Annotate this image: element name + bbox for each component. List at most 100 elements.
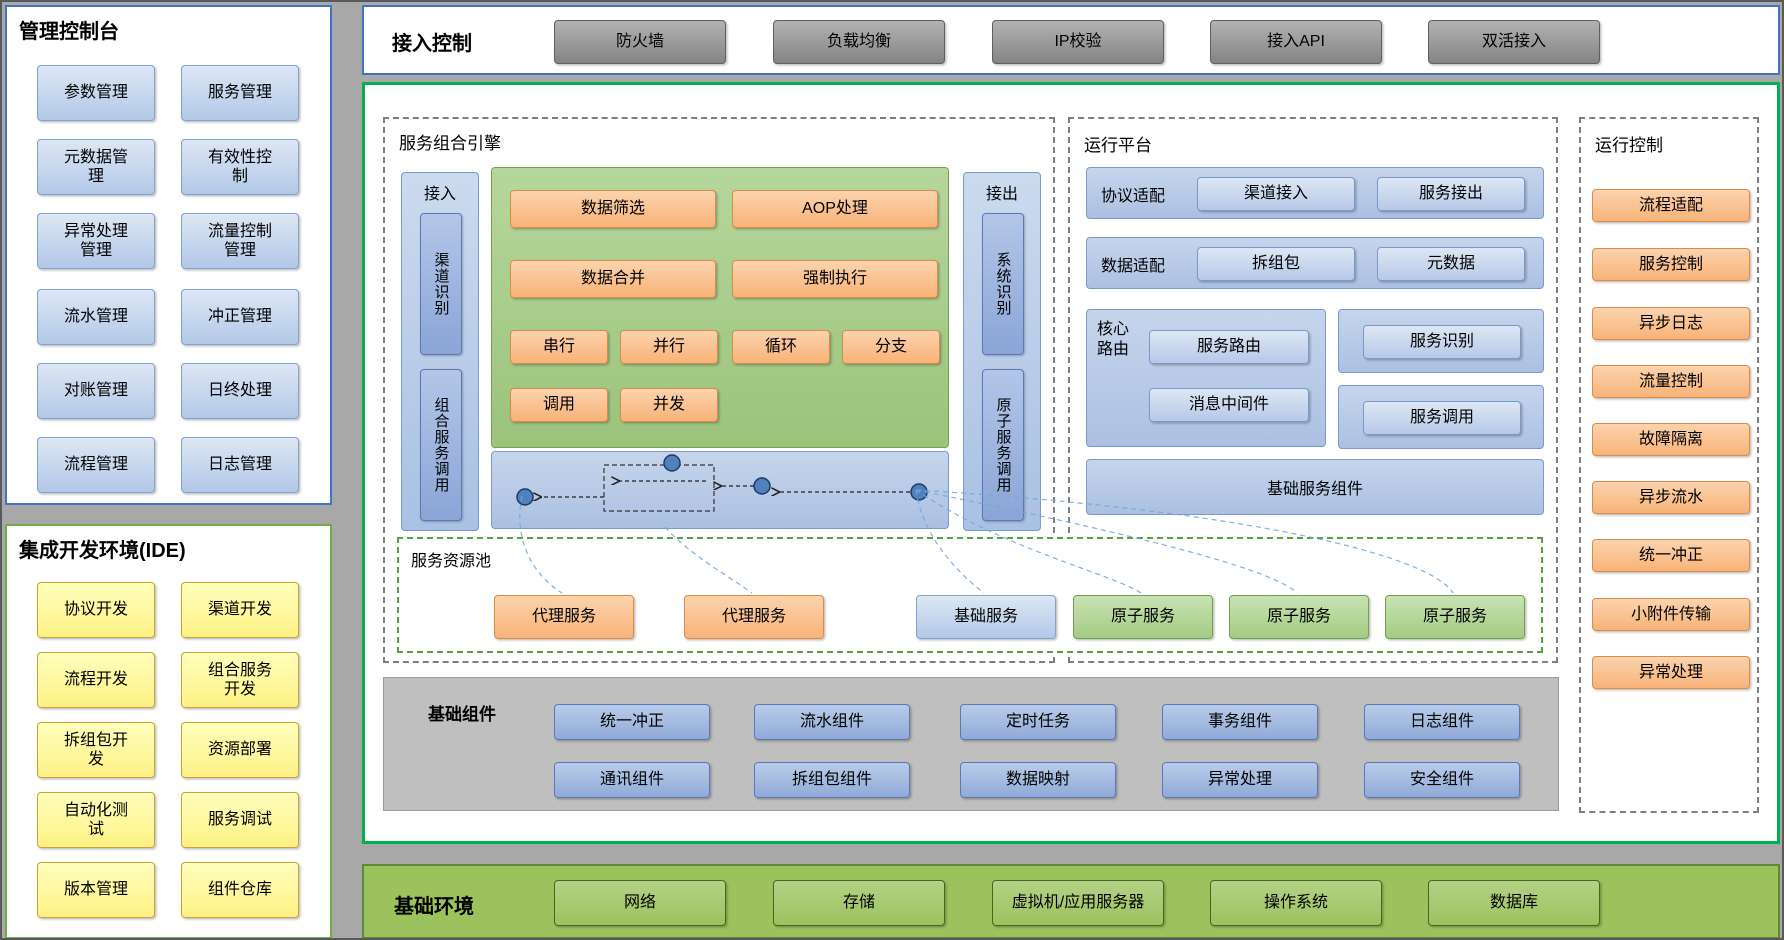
inbound-column: 接入 渠道识别 组合服务调用 <box>401 172 479 531</box>
access-control-item: IP校验 <box>992 20 1164 64</box>
console-item: 流水管理 <box>37 289 155 345</box>
inbound-label: 接入 <box>423 186 456 203</box>
flow-dashed-rect <box>603 464 715 512</box>
process-step: 调用 <box>510 388 608 422</box>
runtime-control-item: 统一冲正 <box>1592 539 1750 572</box>
management-console-title: 管理控制台 <box>19 21 119 43</box>
service-box-atomic: 原子服务 <box>1073 595 1213 639</box>
runtime-control-item: 异步流水 <box>1592 481 1750 514</box>
component-box: 通讯组件 <box>554 762 710 798</box>
management-console-panel: 管理控制台 参数管理 服务管理 元数据管理 有效性控制 异常处理管理 流量控制管… <box>5 5 332 505</box>
console-item: 流量控制管理 <box>181 213 299 269</box>
flow-node <box>516 488 534 506</box>
console-item: 对账管理 <box>37 363 155 419</box>
core-routing-group: 核心路由 服务路由 消息中间件 <box>1086 309 1326 447</box>
runtime-control-title: 运行控制 <box>1595 136 1663 155</box>
access-control-item: 防火墙 <box>554 20 726 64</box>
ide-item: 自动化测试 <box>37 792 155 848</box>
access-control-panel: 接入控制 防火墙 负载均衡 IP校验 接入API 双活接入 <box>362 5 1780 75</box>
data-adapter-group: 数据适配 拆组包 元数据 <box>1086 237 1544 289</box>
runtime-control-item: 小附件传输 <box>1592 598 1750 631</box>
service-pool-panel: 服务资源池 代理服务 代理服务 基础服务 原子服务 原子服务 原子服务 <box>397 537 1543 653</box>
protocol-adapter-label: 协议适配 <box>1101 188 1166 205</box>
flow-node <box>910 483 928 501</box>
base-environment-title: 基础环境 <box>394 896 474 918</box>
console-item: 流程管理 <box>37 437 155 493</box>
access-control-title: 接入控制 <box>392 33 472 55</box>
base-service-components: 基础服务组件 <box>1086 459 1544 515</box>
environment-item: 数据库 <box>1428 880 1600 926</box>
process-step: 串行 <box>510 330 608 364</box>
service-pool-title: 服务资源池 <box>411 553 492 570</box>
ide-item: 服务调试 <box>181 792 299 848</box>
runtime-control-item: 流程适配 <box>1592 189 1750 222</box>
outbound-atomic-call: 原子服务调用 <box>982 369 1024 521</box>
console-item: 冲正管理 <box>181 289 299 345</box>
platform-item: 消息中间件 <box>1149 388 1309 422</box>
console-item: 日终处理 <box>181 363 299 419</box>
ide-panel: 集成开发环境(IDE) 协议开发 渠道开发 流程开发 组合服务开发 拆组包开发 … <box>5 524 332 938</box>
platform-item: 服务接出 <box>1377 177 1525 211</box>
process-area: 数据筛选 AOP处理 数据合并 强制执行 串行 并行 循环 分支 调用 并发 <box>491 167 949 448</box>
ide-item: 组合服务开发 <box>181 652 299 708</box>
composition-engine-title: 服务组合引擎 <box>399 134 501 153</box>
console-item: 参数管理 <box>37 65 155 121</box>
runtime-control-panel: 运行控制 流程适配 服务控制 异步日志 流量控制 故障隔离 异步流水 统一冲正 … <box>1579 117 1759 813</box>
process-step: 分支 <box>842 330 940 364</box>
console-item: 异常处理管理 <box>37 213 155 269</box>
access-control-item: 接入API <box>1210 20 1382 64</box>
base-components-panel: 基础组件 统一冲正 流水组件 定时任务 事务组件 日志组件 通讯组件 拆组包组件… <box>383 677 1559 811</box>
base-components-title: 基础组件 <box>428 705 496 724</box>
inbound-channel-identify: 渠道识别 <box>420 213 462 355</box>
platform-item: 服务路由 <box>1149 330 1309 364</box>
data-adapter-label: 数据适配 <box>1101 258 1166 275</box>
core-routing-label: 核心路由 <box>1097 321 1130 358</box>
component-box: 定时任务 <box>960 704 1116 740</box>
runtime-platform-title: 运行平台 <box>1084 136 1152 155</box>
ide-item: 组件仓库 <box>181 862 299 918</box>
platform-item: 服务识别 <box>1363 325 1521 359</box>
access-control-item: 负载均衡 <box>773 20 945 64</box>
component-box: 流水组件 <box>754 704 910 740</box>
runtime-control-item: 故障隔离 <box>1592 423 1750 456</box>
runtime-control-item: 异步日志 <box>1592 307 1750 340</box>
component-box: 事务组件 <box>1162 704 1318 740</box>
access-control-item: 双活接入 <box>1428 20 1600 64</box>
ide-item: 版本管理 <box>37 862 155 918</box>
process-step: AOP处理 <box>732 190 938 228</box>
service-identify-group: 服务识别 <box>1338 309 1544 373</box>
component-box: 安全组件 <box>1364 762 1520 798</box>
component-box: 拆组包组件 <box>754 762 910 798</box>
platform-item: 元数据 <box>1377 247 1525 281</box>
console-item: 服务管理 <box>181 65 299 121</box>
process-step: 并行 <box>620 330 718 364</box>
runtime-control-item: 服务控制 <box>1592 248 1750 281</box>
inbound-composite-call: 组合服务调用 <box>420 369 462 521</box>
component-box: 异常处理 <box>1162 762 1318 798</box>
process-step: 数据筛选 <box>510 190 716 228</box>
platform-container: 服务组合引擎 接入 渠道识别 组合服务调用 数据筛选 AOP处理 数据合并 强制… <box>362 82 1780 844</box>
flow-node <box>663 454 681 472</box>
flow-diagram-graphic <box>516 454 928 512</box>
ide-item: 流程开发 <box>37 652 155 708</box>
outbound-label: 接出 <box>985 186 1018 203</box>
service-box-base: 基础服务 <box>916 595 1056 639</box>
process-step: 强制执行 <box>732 260 938 298</box>
component-box: 统一冲正 <box>554 704 710 740</box>
service-box-atomic: 原子服务 <box>1385 595 1525 639</box>
environment-item: 虚拟机/应用服务器 <box>992 880 1164 926</box>
service-box-proxy: 代理服务 <box>494 595 634 639</box>
ide-title: 集成开发环境(IDE) <box>19 540 186 562</box>
ide-item: 拆组包开发 <box>37 722 155 778</box>
platform-item: 拆组包 <box>1197 247 1355 281</box>
outbound-column: 接出 系统识别 原子服务调用 <box>963 172 1041 531</box>
platform-item: 服务调用 <box>1363 401 1521 435</box>
runtime-control-item: 异常处理 <box>1592 656 1750 689</box>
ide-item: 协议开发 <box>37 582 155 638</box>
flow-diagram <box>491 451 949 529</box>
ide-item: 资源部署 <box>181 722 299 778</box>
environment-item: 网络 <box>554 880 726 926</box>
console-item: 有效性控制 <box>181 139 299 195</box>
base-environment-panel: 基础环境 网络 存储 虚拟机/应用服务器 操作系统 数据库 <box>362 864 1780 938</box>
